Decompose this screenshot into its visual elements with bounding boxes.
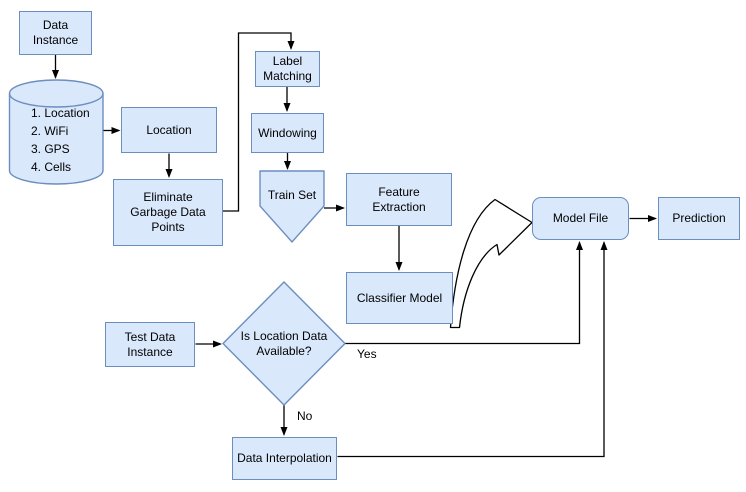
node-label-matching[interactable]: Label Matching — [255, 51, 320, 87]
curved-block-arrow-classifier-to-model-file — [449, 198, 533, 329]
node-train-set-label[interactable]: Train Set — [267, 187, 317, 202]
datastore-item: 3. GPS — [31, 142, 70, 156]
node-prediction[interactable]: Prediction — [658, 197, 740, 240]
node-feature-extraction[interactable]: Feature Extraction — [346, 173, 452, 226]
edge-label-yes: Yes — [356, 347, 378, 361]
node-test-data-instance[interactable]: Test Data Instance — [105, 322, 195, 367]
node-windowing[interactable]: Windowing — [251, 113, 324, 153]
node-classifier-model[interactable]: Classifier Model — [346, 272, 453, 324]
node-data-instance[interactable]: Data Instance — [19, 11, 92, 55]
datastore-item: 2. WiFi — [31, 124, 69, 138]
node-location[interactable]: Location — [121, 107, 217, 153]
edge-label-no: No — [296, 409, 314, 423]
datastore-item: 1. Location — [31, 106, 90, 120]
node-model-file[interactable]: Model File — [532, 197, 629, 240]
node-data-interpolation[interactable]: Data Interpolation — [232, 437, 337, 480]
node-decision-label[interactable]: Is Location Data Available? — [240, 328, 328, 358]
datastore-item: 4. Cells — [31, 160, 72, 174]
node-datastore-label[interactable]: 1. Location 2. WiFi 3. GPS 4. Cells — [31, 104, 103, 176]
node-eliminate-garbage[interactable]: Eliminate Garbage Data Points — [113, 179, 223, 246]
